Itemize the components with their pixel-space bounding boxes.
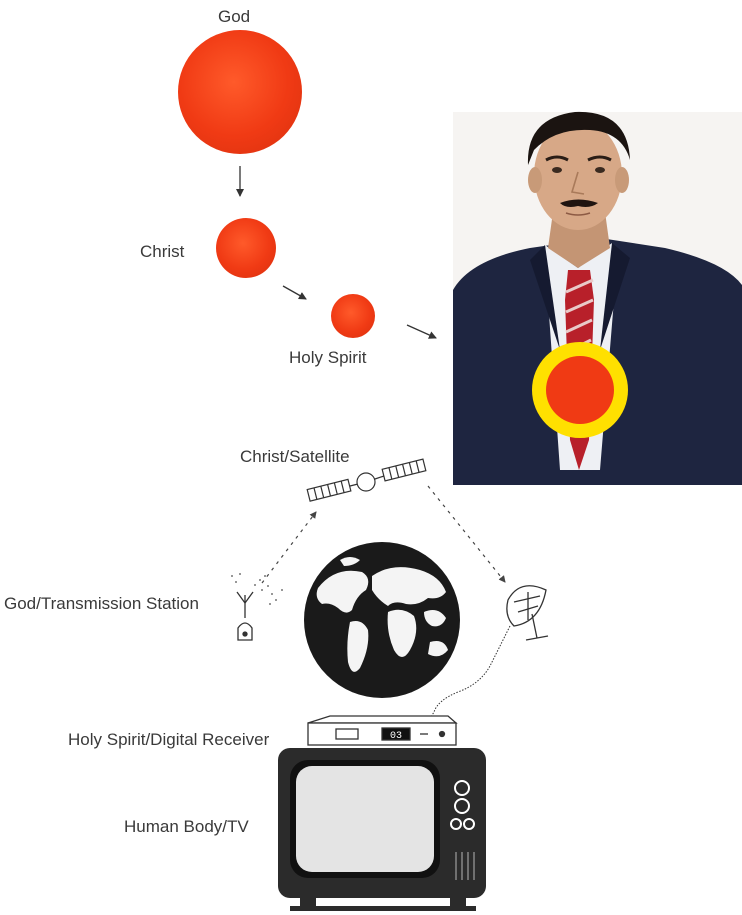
holy-spirit-label: Holy Spirit xyxy=(289,348,367,367)
god-label: God xyxy=(218,7,251,26)
holy-spirit-orb xyxy=(331,294,375,338)
receiver-display: 03 xyxy=(390,731,402,742)
satellite-icon xyxy=(306,458,427,502)
globe-icon xyxy=(304,542,460,698)
christ-orb xyxy=(216,218,276,278)
signal-uplink xyxy=(261,511,317,584)
arrow-christ-holy-spirit xyxy=(282,285,307,300)
dish-icon xyxy=(506,585,549,641)
human-body-tv-label: Human Body/TV xyxy=(124,817,249,836)
holy-spirit-receiver-label: Holy Spirit/Digital Receiver xyxy=(68,730,270,749)
antenna-tower-icon xyxy=(231,573,283,641)
tv-icon xyxy=(278,748,486,911)
receiver-icon xyxy=(307,715,458,746)
signal-arrows xyxy=(261,485,506,584)
chest-orb xyxy=(546,356,614,424)
dish-cable xyxy=(427,625,511,723)
flow-arrows xyxy=(236,166,437,339)
person-photo xyxy=(453,111,742,485)
god-transmission-label: God/Transmission Station xyxy=(4,594,199,613)
christ-label: Christ xyxy=(140,242,185,261)
arrow-holy-spirit-person xyxy=(406,324,437,339)
christ-satellite-label: Christ/Satellite xyxy=(240,447,350,466)
god-orb xyxy=(178,30,302,154)
